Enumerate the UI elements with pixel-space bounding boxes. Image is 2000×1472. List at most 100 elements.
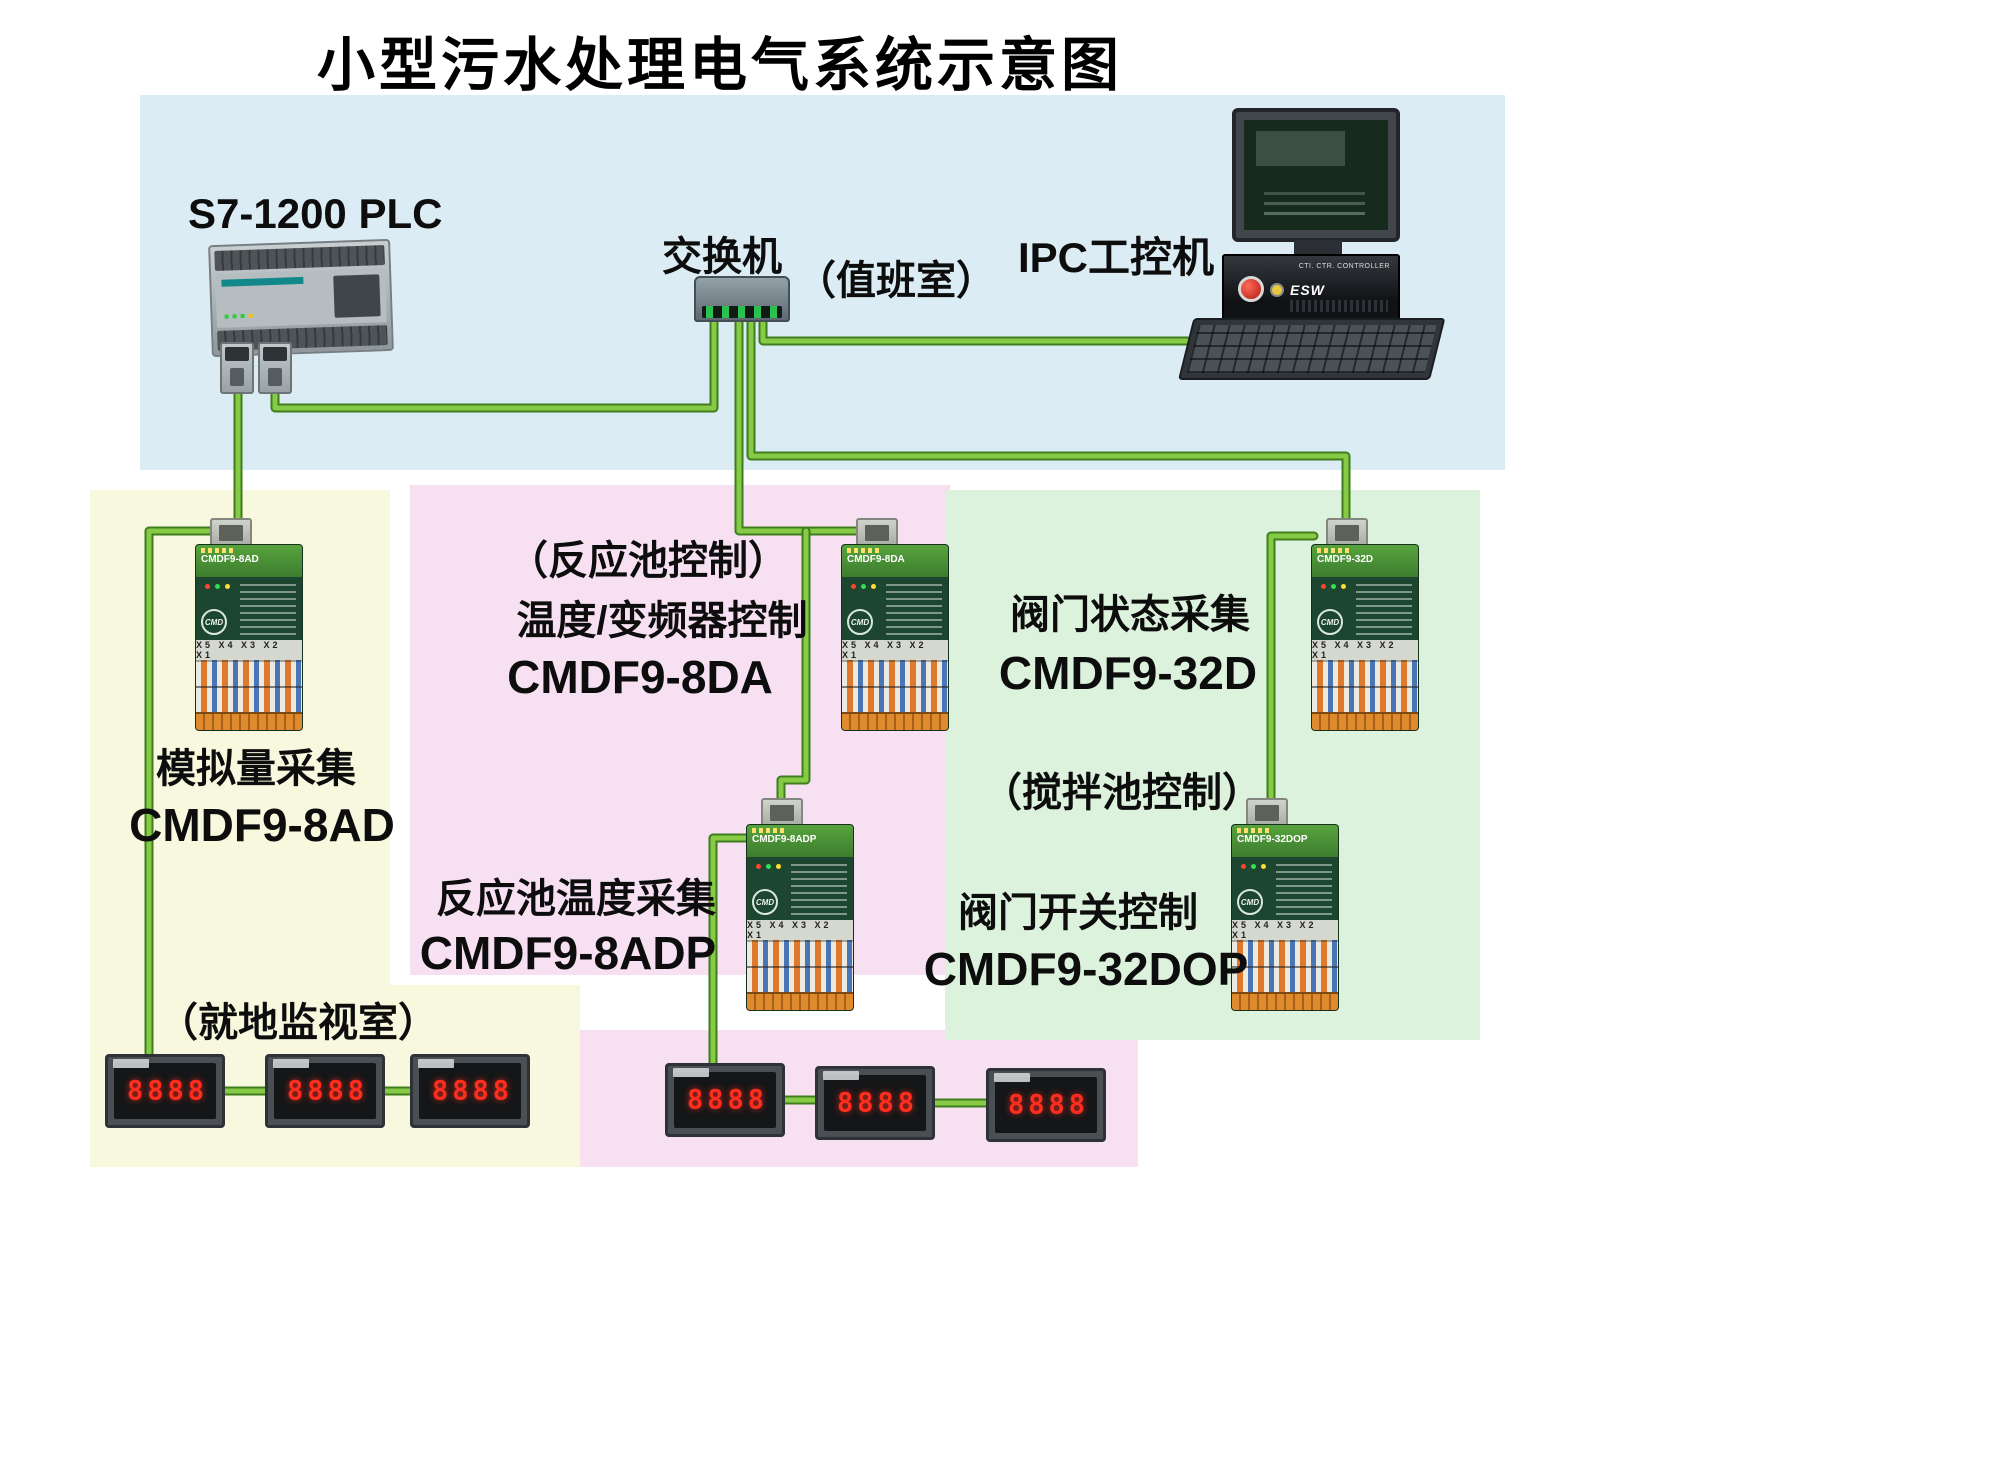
module-header: CMDF9-8DA — [842, 545, 948, 577]
module-header: CMDF9-32D — [1312, 545, 1418, 577]
meter-label-sticker — [823, 1071, 859, 1080]
module-led-area: CMD — [747, 857, 853, 920]
meter-label-sticker — [273, 1059, 309, 1068]
module-header: CMDF9-8ADP — [747, 825, 853, 857]
terminal-blocks — [1232, 940, 1338, 992]
indicator-button — [1270, 283, 1284, 297]
valve-model1-label: CMDF9-32D — [998, 647, 1258, 699]
meter-label-sticker — [994, 1073, 1030, 1082]
panel-meter: 8888 — [410, 1054, 530, 1128]
led-grid — [886, 582, 942, 635]
panel-meter: 8888 — [265, 1054, 385, 1128]
circuit-breaker — [258, 342, 292, 394]
panel-meter: 8888 — [105, 1054, 225, 1128]
io-module-cmdf9-8adp: CMDF9-8ADP CMD X5 X4 X3 X2 X1 — [747, 798, 853, 1010]
ipc-monitor — [1232, 108, 1400, 242]
emergency-stop-button — [1238, 276, 1264, 302]
reaction-control-label: （反应池控制） — [508, 539, 788, 583]
meter-display: 8888 — [274, 1063, 376, 1119]
terminal-blocks — [196, 660, 302, 712]
ipc-label: IPC工控机 — [1017, 234, 1215, 281]
valve-function1-label: 阀门状态采集 — [1010, 593, 1250, 637]
chassis-model-text: CTI. CTR. CONTROLLER — [1298, 263, 1390, 270]
cmd-logo: CMD — [201, 609, 227, 635]
module-body: CMDF9-32D CMD X5 X4 X3 X2 X1 — [1312, 545, 1418, 730]
module-led-area: CMD — [1312, 577, 1418, 640]
keyboard-keys — [1186, 325, 1437, 373]
cmd-logo: CMD — [1317, 609, 1343, 635]
plc-label: S7-1200 PLC — [188, 190, 443, 237]
plc-body — [208, 238, 394, 358]
terminal-comb — [842, 712, 948, 730]
terminal-comb — [1312, 712, 1418, 730]
led-dots — [847, 548, 881, 553]
module-header: CMDF9-32DOP — [1232, 825, 1338, 857]
module-body: CMDF9-8ADP CMD X5 X4 X3 X2 X1 — [747, 825, 853, 1010]
plc-top-terminals — [214, 245, 385, 271]
plc-brand-stripe — [221, 276, 304, 287]
panel-meter: 8888 — [665, 1063, 785, 1137]
module-model-text: CMDF9-8DA — [847, 554, 905, 565]
module-model-text: CMDF9-8ADP — [752, 834, 817, 845]
ipc-chassis: ESW CTI. CTR. CONTROLLER — [1222, 254, 1400, 322]
meter-label-sticker — [418, 1059, 454, 1068]
terminal-labels: X5 X4 X3 X2 X1 — [747, 920, 853, 940]
io-module-cmdf9-32d: CMDF9-32D CMD X5 X4 X3 X2 X1 — [1312, 518, 1418, 730]
led-dots — [752, 828, 786, 833]
diagram-title: 小型污水处理电气系统示意图 — [316, 33, 1124, 98]
circuit-breaker — [220, 342, 254, 394]
ethernet-switch — [694, 276, 790, 322]
ipc-screen — [1244, 120, 1388, 230]
analog-function-label: 模拟量采集 — [156, 747, 356, 791]
switch-ports — [702, 306, 782, 318]
meter-digits: 8888 — [431, 1075, 513, 1107]
reaction-model2-label: CMDF9-8ADP — [419, 927, 717, 979]
plc-display-panel — [333, 274, 381, 318]
io-module-cmdf9-32dop: CMDF9-32DOP CMD X5 X4 X3 X2 X1 — [1232, 798, 1338, 1010]
meter-digits: 8888 — [286, 1075, 368, 1107]
terminal-labels: X5 X4 X3 X2 X1 — [842, 640, 948, 660]
module-model-text: CMDF9-32DOP — [1237, 834, 1308, 845]
plc-faceplate — [215, 268, 387, 328]
valve-function2-label: 阀门开关控制 — [958, 891, 1198, 935]
local-monitor-room-label: （就地监视室） — [158, 1001, 438, 1045]
duty-room-label: （值班室） — [796, 259, 996, 303]
meter-label-sticker — [673, 1068, 709, 1077]
module-body: CMDF9-8DA CMD X5 X4 X3 X2 X1 — [842, 545, 948, 730]
led-grid — [240, 582, 296, 635]
terminal-blocks — [1312, 660, 1418, 712]
ipc-keyboard — [1178, 318, 1446, 380]
led-dots — [1237, 828, 1271, 833]
io-module-cmdf9-8ad: CMDF9-8AD CMD X5 X4 X3 X2 X1 — [196, 518, 302, 730]
meter-digits: 8888 — [836, 1087, 918, 1119]
cmd-logo: CMD — [1237, 889, 1263, 915]
meter-display: 8888 — [824, 1075, 926, 1131]
meter-display: 8888 — [419, 1063, 521, 1119]
led-grid — [791, 862, 847, 915]
terminal-blocks — [842, 660, 948, 712]
module-header: CMDF9-8AD — [196, 545, 302, 577]
valve-model2-label: CMDF9-32DOP — [923, 943, 1249, 995]
led-grid — [1356, 582, 1412, 635]
cmd-logo: CMD — [847, 609, 873, 635]
module-led-area: CMD — [1232, 857, 1338, 920]
terminal-comb — [747, 992, 853, 1010]
led-grid — [1276, 862, 1332, 915]
module-model-text: CMDF9-32D — [1317, 554, 1374, 565]
chassis-brand-text: ESW — [1290, 282, 1325, 298]
module-body: CMDF9-32DOP CMD X5 X4 X3 X2 X1 — [1232, 825, 1338, 1010]
meter-digits: 8888 — [126, 1075, 208, 1107]
meter-digits: 8888 — [686, 1084, 768, 1116]
bus-connector — [856, 518, 898, 548]
stir-pool-control-label: （搅拌池控制） — [982, 771, 1262, 815]
terminal-comb — [1232, 992, 1338, 1010]
terminal-labels: X5 X4 X3 X2 X1 — [196, 640, 302, 660]
bus-connector — [210, 518, 252, 548]
module-led-area: CMD — [196, 577, 302, 640]
plc-s7-1200 — [208, 238, 394, 358]
terminal-labels: X5 X4 X3 X2 X1 — [1232, 920, 1338, 940]
cmd-logo: CMD — [752, 889, 778, 915]
io-module-cmdf9-8da: CMDF9-8DA CMD X5 X4 X3 X2 X1 — [842, 518, 948, 730]
module-model-text: CMDF9-8AD — [201, 554, 259, 565]
